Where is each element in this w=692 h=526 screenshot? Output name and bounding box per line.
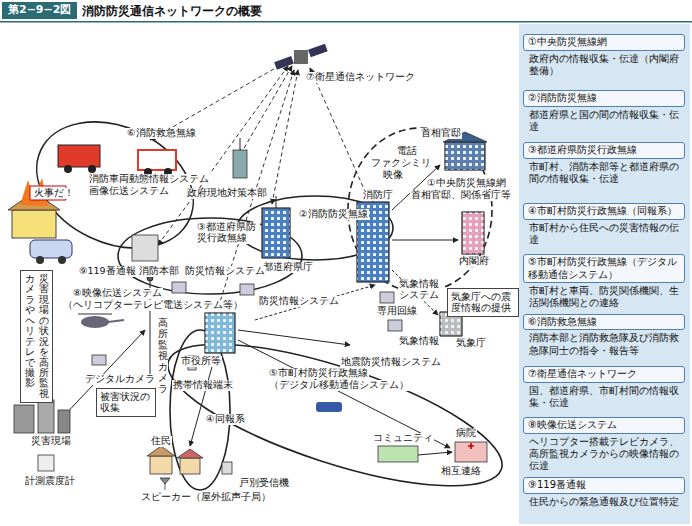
legend-heading: ④市町村防災行政無線（同報系） — [523, 203, 685, 220]
label: ③都道府県防災行政無線 — [196, 222, 260, 244]
label: ⑥消防救急無線 — [126, 128, 197, 139]
legend-item: ⑨119番通報住民からの緊急通報及び位置特定 — [523, 477, 685, 508]
links — [60, 165, 458, 455]
legend-item: ②消防防災無線都道府県と国の間の情報収集・伝達 — [523, 90, 685, 133]
legend-item: ⑦衛星通信ネットワーク国、都道府県、市町村間の情報収集・伝達 — [523, 366, 685, 409]
note-box: 気象庁への震度情報の提供 — [447, 288, 519, 317]
legend-body: ヘリコプター搭載テレビカメラ、高所監視カメラからの映像情報の伝達 — [523, 434, 685, 473]
label: 高所監視カメラ — [158, 316, 168, 395]
legend-item: ⑥消防救急無線消防本部と消防救急隊及び消防救急隊同士の指令・報告等 — [523, 314, 685, 357]
label: 市役所等 — [180, 356, 222, 367]
label: 火事だ！ — [33, 188, 75, 199]
label: 携帯情報端末 — [172, 380, 234, 391]
label: 画像伝送システム — [88, 186, 170, 197]
legend-heading: ⑥消防救急無線 — [523, 314, 685, 331]
legend-body: 市町村から住民への災害情報の伝達 — [523, 220, 685, 247]
figure-number: 第2−9−2図 — [2, 2, 77, 19]
legend-body: 政府内の情報収集・伝達（内閣府整備） — [523, 51, 685, 78]
label: （デジタル移動通信システム） — [268, 380, 410, 391]
legend-item: ③都道府県防災行政無線市町村、消防本部等と都道府県の間の情報収集・伝達 — [523, 142, 685, 185]
satellite-links — [150, 62, 368, 308]
label: 病院 — [455, 428, 477, 439]
legend-body: 市町村、消防本部等と都道府県の間の情報収集・伝達 — [523, 159, 685, 186]
label: 戸別受信機 — [238, 478, 290, 489]
note-text: 気象庁への震度情報の提供 — [451, 291, 515, 314]
label: 消防車両動態情報システム — [88, 174, 210, 185]
legend-item: ⑤市町村防災行政無線（デジタル移動通信システム）市町村と車両、防災関係機関、生活… — [523, 254, 685, 310]
label: 内閣府 — [458, 256, 490, 267]
legend-heading: ⑤市町村防災行政無線（デジタル移動通信システム） — [523, 254, 685, 283]
label: ファクシミリ — [370, 158, 432, 169]
label: ①中央防災無線網 — [426, 178, 507, 189]
label: （ヘリコプターテレビ電送システム等） — [62, 300, 244, 311]
legend-body: 国、都道府県、市町村間の情報収集・伝達 — [523, 383, 685, 410]
label: ②消防防災無線 — [298, 209, 369, 220]
satellite — [274, 44, 327, 70]
legend-item: ①中央防災無線網政府内の情報収集・伝達（内閣府整備） — [523, 34, 685, 77]
note-box: 被害状況の収集 — [96, 388, 156, 417]
label: 防災情報システム — [184, 266, 266, 277]
label: ④同報系 — [205, 414, 246, 425]
label: コミュニティ — [372, 433, 434, 444]
label: 気象庁 — [455, 338, 487, 349]
label: 首相官邸、関係省庁等 — [410, 190, 512, 201]
label: ⑧映像伝送システム — [72, 288, 163, 299]
terminals — [38, 282, 402, 471]
label: 映像 — [382, 170, 404, 181]
fire-house — [8, 178, 66, 238]
legend-heading: ①中央防災無線網 — [523, 34, 685, 51]
label: 地震防災情報システム — [340, 357, 442, 368]
legend-heading: ⑨119番通報 — [523, 477, 685, 494]
legend-heading: ⑧映像伝送システム — [523, 417, 685, 434]
label: 防災情報システム — [258, 296, 340, 307]
label: 住民 — [150, 436, 172, 447]
legend-heading: ③都道府県防災行政無線 — [523, 142, 685, 159]
title-rule — [0, 21, 692, 23]
label: ⑦衛星通信ネットワーク — [305, 72, 416, 83]
buildings — [14, 132, 487, 462]
label: 気象情報システム — [398, 279, 445, 301]
label: 消防本部 — [138, 266, 180, 277]
label: 計測震度計 — [24, 476, 76, 487]
legend-panel — [519, 24, 690, 524]
label: 政府現地対策本部 — [186, 188, 268, 199]
label: 災害現場 — [30, 436, 72, 447]
fire-trucks — [58, 145, 176, 176]
legend-item: ⑧映像伝送システムヘリコプター搭載テレビカメラ、高所監視カメラからの映像情報の伝… — [523, 417, 685, 473]
label: 首相官邸 — [420, 128, 462, 139]
label: ⑤市町村防災行政無線 — [268, 368, 369, 379]
title: 消防防災通信ネットワークの概要 — [82, 3, 262, 20]
label: デジタルカメラ — [84, 374, 156, 385]
note-text: 被害状況の収集 — [100, 391, 152, 414]
legend-body: 住民からの緊急通報及び位置特定 — [523, 494, 685, 508]
label: スピーカー（屋外拡声子局） — [140, 492, 272, 503]
vertical-note-box: 災害現場の状況を高所監視カメラやヘリテレで撮影 — [20, 270, 53, 403]
legend-body: 都道府県と国の間の情報収集・伝達 — [523, 107, 685, 134]
network-loops — [16, 98, 516, 515]
houses — [147, 446, 232, 490]
label: 気象情報 — [398, 336, 440, 347]
label: 専用回線 — [376, 306, 418, 317]
label: 相互連絡 — [440, 466, 482, 477]
label: 都道府県庁 — [262, 262, 314, 273]
legend-item: ④市町村防災行政無線（同報系）市町村から住民への災害情報の伝達 — [523, 203, 685, 246]
legend-body: 消防本部と消防救急隊及び消防救急隊同士の指令・報告等 — [523, 330, 685, 357]
label: 電話 — [396, 146, 418, 157]
vertical-text: 災害現場の状況を高所監視カメラやヘリテレで撮影 — [24, 274, 49, 399]
legend-heading: ⑦衛星通信ネットワーク — [523, 366, 685, 383]
legend-body: 市町村と車両、防災関係機関、生活関係機関との連絡 — [523, 283, 685, 310]
label: ⑨119番通報 — [78, 266, 137, 277]
label: 消防庁 — [362, 190, 394, 201]
legend-heading: ②消防防災無線 — [523, 90, 685, 107]
